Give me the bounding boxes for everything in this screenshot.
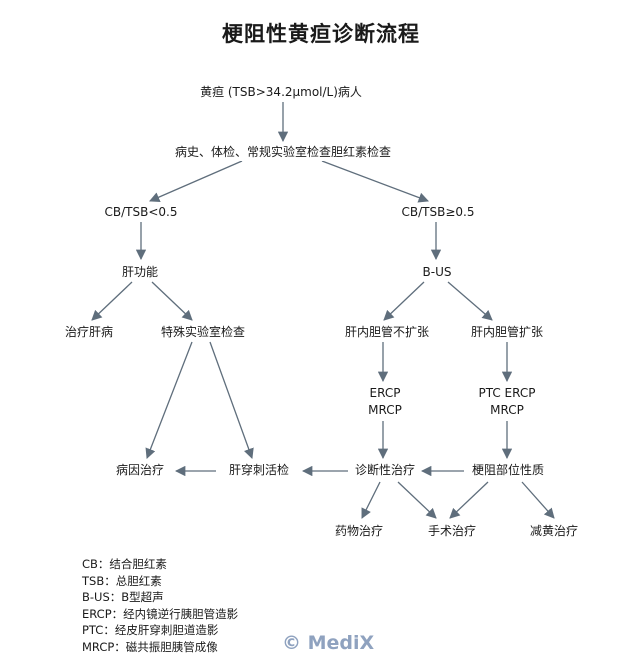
node-ptc-ercp-mrcp: PTC ERCP MRCP bbox=[478, 385, 536, 419]
node-ercp-label: ERCP bbox=[369, 386, 401, 400]
arrow-site-relief bbox=[521, 481, 555, 519]
arrow-diagnostic-drug bbox=[361, 481, 381, 519]
page-title: 梗阻性黄疸诊断流程 bbox=[222, 22, 420, 46]
legend-item-mrcp: MRCP：磁共振胆胰管成像 bbox=[82, 639, 218, 654]
node-relief-treat: 减黄治疗 bbox=[529, 523, 579, 540]
legend-item-ptc: PTC：经皮肝穿刺胆道造影 bbox=[82, 623, 219, 637]
legend-item-cb: CB：结合胆红素 bbox=[82, 557, 167, 571]
node-special-lab: 特殊实验室检查 bbox=[160, 324, 246, 341]
arrow-bus-dilation bbox=[447, 281, 493, 321]
arrow-liver-special bbox=[151, 281, 193, 321]
node-ptc-mrcp-label: MRCP bbox=[490, 403, 524, 417]
node-liver-biopsy: 肝穿刺活检 bbox=[228, 462, 290, 479]
node-drug-treat: 药物治疗 bbox=[334, 523, 384, 540]
legend-item-bus: B-US：B型超声 bbox=[82, 590, 164, 604]
legend-item-ercp: ERCP：经内镜逆行胰胆管造影 bbox=[82, 606, 239, 621]
node-ercp-mrcp: ERCP MRCP bbox=[368, 385, 402, 419]
node-ratio-high: CB/TSB≥0.5 bbox=[401, 204, 475, 221]
arrow-site-surgery bbox=[449, 481, 489, 519]
arrow-special-biopsy bbox=[209, 341, 254, 459]
arrow-bus-nodilation bbox=[383, 281, 425, 321]
arrow-diagnostic-surgery bbox=[397, 481, 437, 519]
node-no-dilation: 肝内胆管不扩张 bbox=[344, 324, 430, 341]
arrow-special-etiology bbox=[145, 341, 193, 459]
node-diagnostic-treat: 诊断性治疗 bbox=[354, 462, 416, 479]
node-treat-liver: 治疗肝病 bbox=[64, 324, 114, 341]
abbreviation-legend: CB：结合胆红素 TSB：总胆红素 B-US：B型超声 ERCP：经内镜逆行胰胆… bbox=[82, 556, 238, 655]
node-obstruction-site: 梗阻部位性质 bbox=[471, 462, 545, 479]
node-dilation: 肝内胆管扩张 bbox=[470, 324, 544, 341]
arrow-liver-treat bbox=[91, 281, 133, 321]
node-surgery: 手术治疗 bbox=[427, 523, 477, 540]
node-history-exam: 病史、体检、常规实验室检查胆红素检查 bbox=[174, 144, 392, 161]
node-etiology-treat: 病因治疗 bbox=[115, 462, 165, 479]
legend-item-tsb: TSB：总胆红素 bbox=[82, 573, 162, 588]
medix-watermark: © MediX bbox=[282, 632, 375, 654]
node-ptc-label: PTC ERCP bbox=[478, 386, 536, 400]
node-mrcp-label: MRCP bbox=[368, 403, 402, 417]
node-jaundice-patient: 黄疸 (TSB>34.2μmol/L)病人 bbox=[200, 84, 362, 101]
arrow-history-low bbox=[149, 160, 243, 203]
arrow-history-high bbox=[321, 160, 429, 203]
node-bus: B-US bbox=[422, 264, 452, 281]
node-ratio-low: CB/TSB<0.5 bbox=[104, 204, 178, 221]
node-liver-function: 肝功能 bbox=[121, 264, 159, 281]
